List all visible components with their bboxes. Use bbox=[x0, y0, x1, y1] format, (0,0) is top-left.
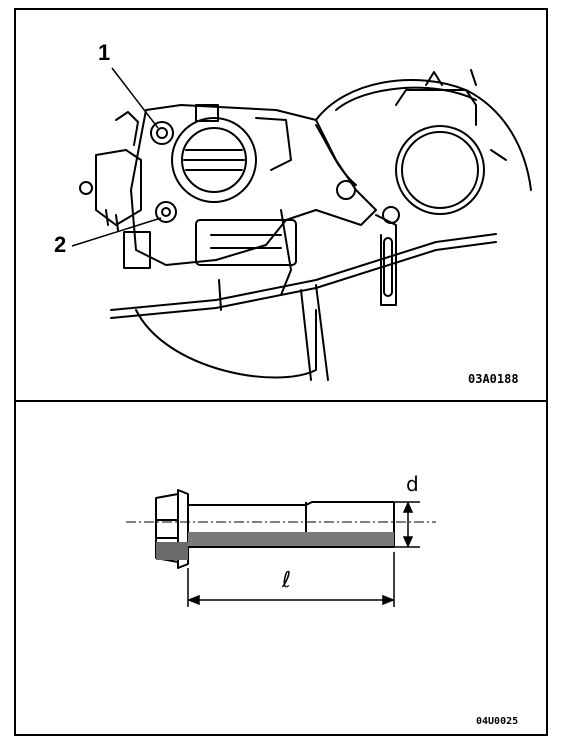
diameter-label: d bbox=[406, 472, 419, 496]
lower-bolt bbox=[155, 201, 177, 223]
throttle-body-panel: 1 2 03A0188 bbox=[16, 10, 546, 402]
housing-rib-2 bbox=[315, 124, 357, 186]
callout-2-label: 2 bbox=[54, 232, 67, 257]
linkage-nut bbox=[79, 181, 93, 195]
upper-bolt-center bbox=[156, 127, 168, 139]
bolt-shading bbox=[188, 532, 394, 546]
air-duct-flange-inner bbox=[401, 131, 479, 209]
linkage-springs bbox=[105, 209, 119, 231]
callout-1-label: 1 bbox=[98, 40, 111, 65]
bracket-pivot bbox=[382, 206, 400, 224]
sensor-ribs bbox=[210, 234, 282, 249]
length-label: ℓ bbox=[282, 568, 292, 593]
housing-boss bbox=[336, 180, 356, 200]
sensor-block bbox=[195, 219, 297, 266]
upper-bolt bbox=[150, 121, 174, 145]
connector-block bbox=[123, 231, 151, 269]
dim-l-arrow-left bbox=[186, 594, 200, 606]
duct-top-bracket bbox=[395, 89, 477, 126]
figure-code-top: 03A0188 bbox=[468, 372, 519, 386]
callout-1-leader bbox=[111, 67, 159, 129]
throttle-body-illustration bbox=[71, 67, 532, 381]
bolt-dimension-panel: d ℓ 04U0025 bbox=[16, 402, 546, 734]
coolant-hose bbox=[280, 209, 292, 296]
bracket-slot bbox=[383, 237, 393, 297]
throttle-bore-outer bbox=[171, 117, 257, 203]
clip bbox=[218, 279, 222, 311]
throttle-plate bbox=[183, 149, 245, 171]
duct-mark-b bbox=[425, 71, 443, 86]
upper-tab bbox=[195, 104, 219, 122]
callout-2-leader bbox=[71, 217, 162, 247]
bracket-post-right bbox=[315, 284, 329, 381]
bracket-post-left bbox=[300, 289, 312, 381]
plenum-lower-curve bbox=[135, 309, 317, 379]
duct-mark-a bbox=[470, 69, 477, 86]
bracket-arm bbox=[375, 214, 397, 306]
bolt-drawing bbox=[126, 489, 436, 607]
air-duct-flange bbox=[395, 125, 485, 215]
lower-bolt-center bbox=[161, 207, 171, 217]
linkage-lever bbox=[115, 111, 139, 146]
housing-rib-1 bbox=[255, 117, 292, 171]
plenum-inner-curve bbox=[335, 86, 477, 111]
figure-frame: 1 2 03A0188 bbox=[14, 8, 548, 736]
throttle-cable bbox=[110, 233, 497, 311]
duct-mark-c bbox=[490, 149, 507, 161]
linkage-cluster bbox=[95, 149, 142, 226]
dim-l-arrow-right bbox=[382, 594, 396, 606]
dim-d-arrow-top bbox=[402, 501, 414, 513]
dim-d-arrow-bottom bbox=[402, 536, 414, 548]
figure-code-bottom: 04U0025 bbox=[476, 716, 519, 727]
throttle-bore-inner bbox=[181, 127, 247, 193]
head-shading bbox=[156, 542, 188, 560]
